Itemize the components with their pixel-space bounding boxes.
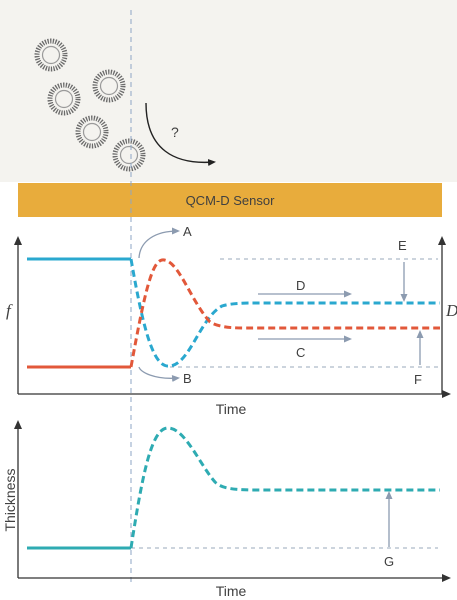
arrow-a <box>138 227 180 259</box>
vesicle-icon <box>34 38 68 72</box>
label-e: E <box>398 238 407 253</box>
solution-background <box>0 0 457 182</box>
frequency-dissipation-plot: A B D C E F f D Time <box>6 224 457 417</box>
vesicle-icon <box>47 82 81 116</box>
question-mark: ? <box>171 124 179 140</box>
frequency-line-dashed <box>129 258 440 368</box>
vesicle-icon <box>75 115 109 149</box>
label-c: C <box>296 345 305 360</box>
dissipation-line-dashed <box>129 258 440 368</box>
label-b: B <box>183 371 192 386</box>
thickness-y-label: Thickness <box>2 468 18 531</box>
vesicle-group <box>34 38 146 172</box>
vesicle-icon <box>92 69 126 103</box>
sensor-label: QCM-D Sensor <box>186 193 276 208</box>
sensor-bar <box>18 183 442 217</box>
label-d: D <box>296 278 305 293</box>
arrow-b <box>138 366 180 383</box>
thickness-line-dashed <box>129 426 440 549</box>
vesicle-icon <box>112 138 146 172</box>
axis-label-f: f <box>6 301 13 320</box>
axis-label-d: D <box>445 301 457 320</box>
bottom-x-label: Time <box>216 583 247 599</box>
curved-arrow-icon <box>145 102 216 166</box>
top-x-label: Time <box>216 401 247 417</box>
thickness-plot: G Thickness Time <box>2 420 451 599</box>
label-g: G <box>384 554 394 569</box>
label-f: F <box>414 372 422 387</box>
label-a: A <box>183 224 192 239</box>
